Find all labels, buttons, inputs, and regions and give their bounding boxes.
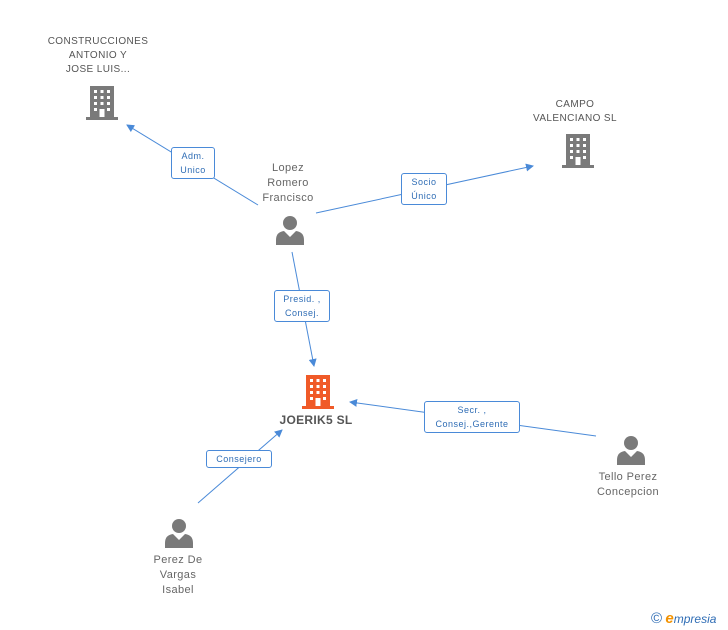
copyright-icon: ©	[651, 610, 663, 627]
edge-label-adm-unico[interactable]: Adm. Unico	[171, 147, 215, 179]
person-icon[interactable]	[617, 436, 645, 465]
building-icon[interactable]	[562, 134, 594, 168]
person-label-tello[interactable]: Tello Perez Concepcion	[596, 471, 660, 498]
person-icon[interactable]	[276, 216, 304, 245]
edge-label-secr-consej-gerente[interactable]: Secr. , Consej.,Gerente	[424, 401, 520, 433]
edge-label-presid-consej[interactable]: Presid. , Consej.	[274, 290, 330, 322]
person-icon[interactable]	[165, 519, 193, 548]
building-icon[interactable]	[86, 86, 118, 120]
edge-label-socio-unico[interactable]: Socio Único	[401, 173, 447, 205]
main-company-label[interactable]: JOERIK5 SL	[279, 413, 353, 427]
person-label-lopez[interactable]: Lopez Romero Francisco	[262, 162, 314, 204]
edge-label-consejero[interactable]: Consejero	[206, 450, 272, 468]
main-company-building-icon[interactable]	[302, 375, 334, 409]
company-label-construcciones[interactable]: CONSTRUCCIONES ANTONIO Y JOSE LUIS...	[47, 36, 149, 75]
empresia-logo[interactable]: © empresia	[651, 610, 717, 627]
person-label-perez[interactable]: Perez De Vargas Isabel	[153, 554, 203, 596]
company-label-campo-valenciano[interactable]: CAMPO VALENCIANO SL	[533, 99, 617, 124]
